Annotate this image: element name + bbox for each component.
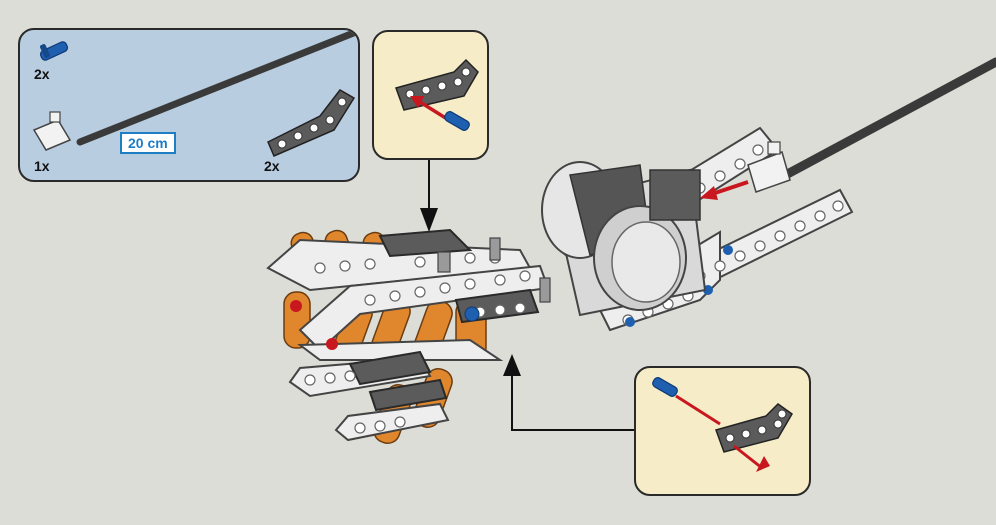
bent-beam-icon [395,58,479,111]
bent-beam-icon [715,403,793,453]
callout-pin-beam [634,366,811,496]
plug-quantity: 1x [34,158,50,174]
blue-pin-icon [652,377,678,397]
red-arrow-icon [733,444,763,470]
cable-plug-icon [32,111,72,151]
parts-list-art [32,30,358,157]
gripper-white-beams [266,238,550,442]
beam-quantity: 2x [264,158,280,174]
blue-pin-icon [444,111,470,131]
callout-insert-pin [372,30,489,160]
callout-pin-beam-art [652,377,793,472]
blue-pin-icon [39,41,69,61]
red-arrow-icon [711,180,749,196]
callout-insert-pin-art [395,58,479,131]
pin-quantity: 2x [34,66,50,82]
cable-plug-icon [747,141,791,193]
parts-list-panel: 2x 1x 20 cm 2x [18,28,360,182]
cable-length-tag: 20 cm [120,132,176,154]
cable-main [775,57,996,183]
black-cable-icon [76,30,358,146]
motor-icon [541,161,707,317]
pointer-arrows [428,157,634,431]
bent-beam-icon [267,89,356,157]
